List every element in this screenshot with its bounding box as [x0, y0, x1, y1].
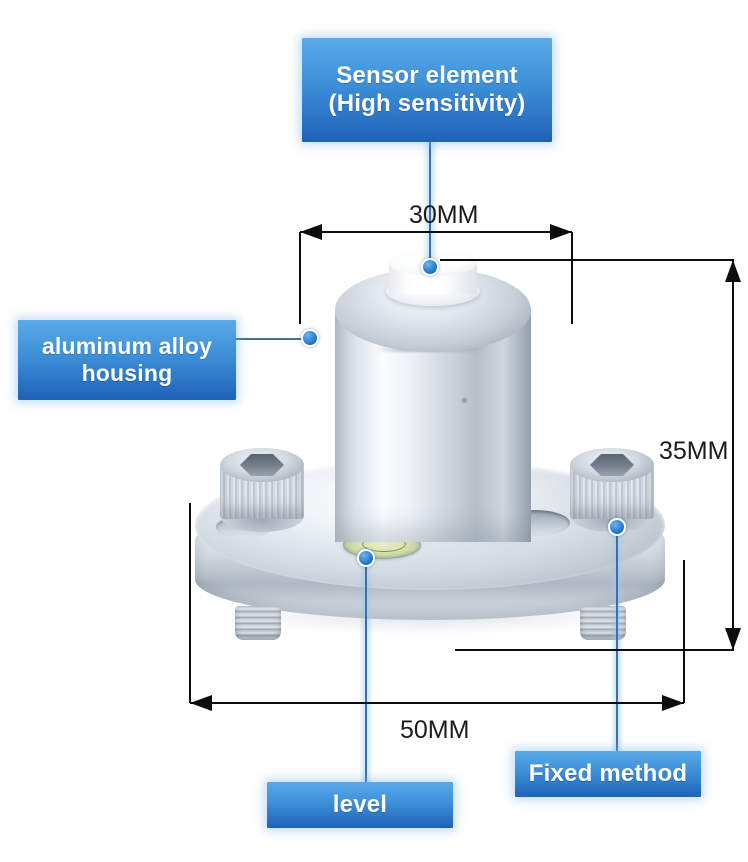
fixed-method-leader-line [616, 527, 618, 753]
callout-level: level [267, 782, 453, 828]
fixed-method-dot [608, 518, 626, 536]
dim-35mm-extension-top [440, 259, 734, 262]
housing-surface-speck [462, 398, 467, 403]
dim-30mm-extension-right [571, 232, 574, 324]
aluminum-housing-dot [301, 329, 319, 347]
dim-35mm-arrowhead-up [725, 260, 741, 282]
dim-50mm-arrowhead-right [662, 695, 684, 711]
callout-sensor-element: Sensor element (High sensitivity) [302, 38, 552, 142]
callout-fixed-method: Fixed method [515, 751, 701, 797]
dim-30mm-arrowhead-left [300, 224, 322, 240]
mounting-stud-left [235, 606, 281, 640]
hex-socket-screw-left [220, 448, 304, 532]
sensor-leader-line [429, 142, 431, 268]
dim-30mm-label: 30MM [409, 201, 479, 229]
callout-aluminum-alloy-housing: aluminum alloy housing [18, 320, 236, 400]
dim-35mm-arrowhead-down [725, 628, 741, 650]
sensor-element-dot [421, 258, 439, 276]
hex-socket-screw-right [570, 448, 654, 532]
level-dot [357, 549, 375, 567]
housing-leader-line [236, 338, 310, 340]
dim-35mm-label: 35MM [659, 437, 729, 465]
dim-50mm-extension-left [189, 503, 192, 703]
dim-30mm-line [300, 231, 572, 234]
hex-socket-icon [590, 454, 634, 476]
dim-50mm-extension-right [683, 560, 686, 703]
product-photo [180, 248, 680, 663]
product-drop-shadow [220, 600, 640, 634]
dim-30mm-arrowhead-right [550, 224, 572, 240]
dim-30mm-extension-left [299, 232, 302, 324]
dim-35mm-line [732, 260, 735, 650]
hex-socket-icon [240, 454, 284, 476]
level-leader-line [365, 558, 367, 784]
dim-35mm-extension-bottom [455, 649, 734, 652]
dim-50mm-label: 50MM [400, 716, 470, 744]
dim-50mm-arrowhead-left [190, 695, 212, 711]
dim-50mm-line [190, 702, 684, 705]
